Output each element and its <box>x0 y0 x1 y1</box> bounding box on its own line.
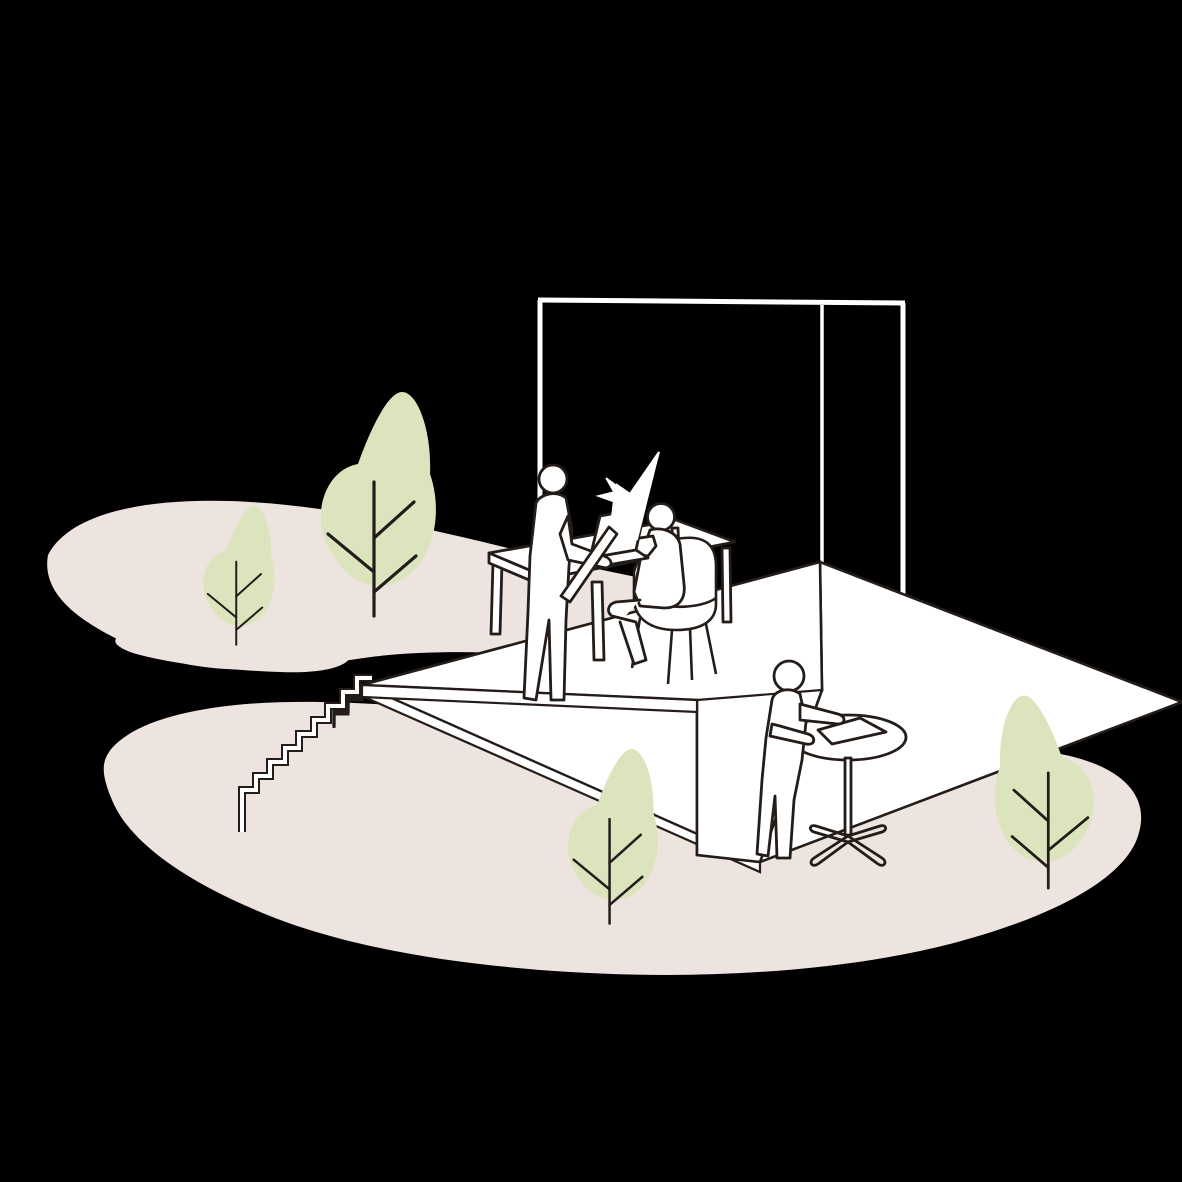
table-base-leg-4 <box>847 824 887 844</box>
ground-blob-notch <box>115 609 352 673</box>
standing-person-left-pointer <box>559 525 619 604</box>
laptop-on-round-table <box>816 716 888 746</box>
round-high-table <box>788 713 908 867</box>
chair-leg-2 <box>666 629 674 685</box>
stairs-highlight <box>240 676 372 832</box>
cursor-arrow-click-spark <box>595 477 624 525</box>
round-table-column <box>843 756 853 837</box>
table-base-leg-3 <box>809 824 849 844</box>
seated-person-laptop <box>607 502 686 666</box>
round-table-base <box>809 824 887 867</box>
standing-person-right <box>755 659 846 860</box>
standing-person-right-head <box>772 659 806 693</box>
standing-person-left-body <box>522 492 574 702</box>
table-base-leg-1 <box>809 834 849 867</box>
platform-top-plane <box>362 562 822 862</box>
desk-leg-front-right <box>590 580 606 662</box>
desk-leg-front-left <box>489 560 504 636</box>
chair-leg-3 <box>704 623 718 675</box>
desk-leg-back-right <box>720 546 733 624</box>
standing-person-left <box>522 463 619 702</box>
platform-step-notch <box>332 695 362 726</box>
standing-person-left-head <box>537 463 569 495</box>
standing-person-right-arm-upper <box>798 702 846 726</box>
zigzag-stairs <box>238 674 372 832</box>
frame-top-beam <box>537 297 906 306</box>
cursor-arrow-tail <box>628 451 660 541</box>
chair-leg-4 <box>688 627 694 681</box>
platform-edge-crease <box>696 688 823 702</box>
seated-person-head <box>646 502 676 532</box>
table-base-leg-2 <box>847 834 887 867</box>
seated-person-legs <box>607 598 648 666</box>
mouse-cursor-pointer <box>595 451 660 550</box>
standing-person-right-arm-lower <box>768 722 816 746</box>
